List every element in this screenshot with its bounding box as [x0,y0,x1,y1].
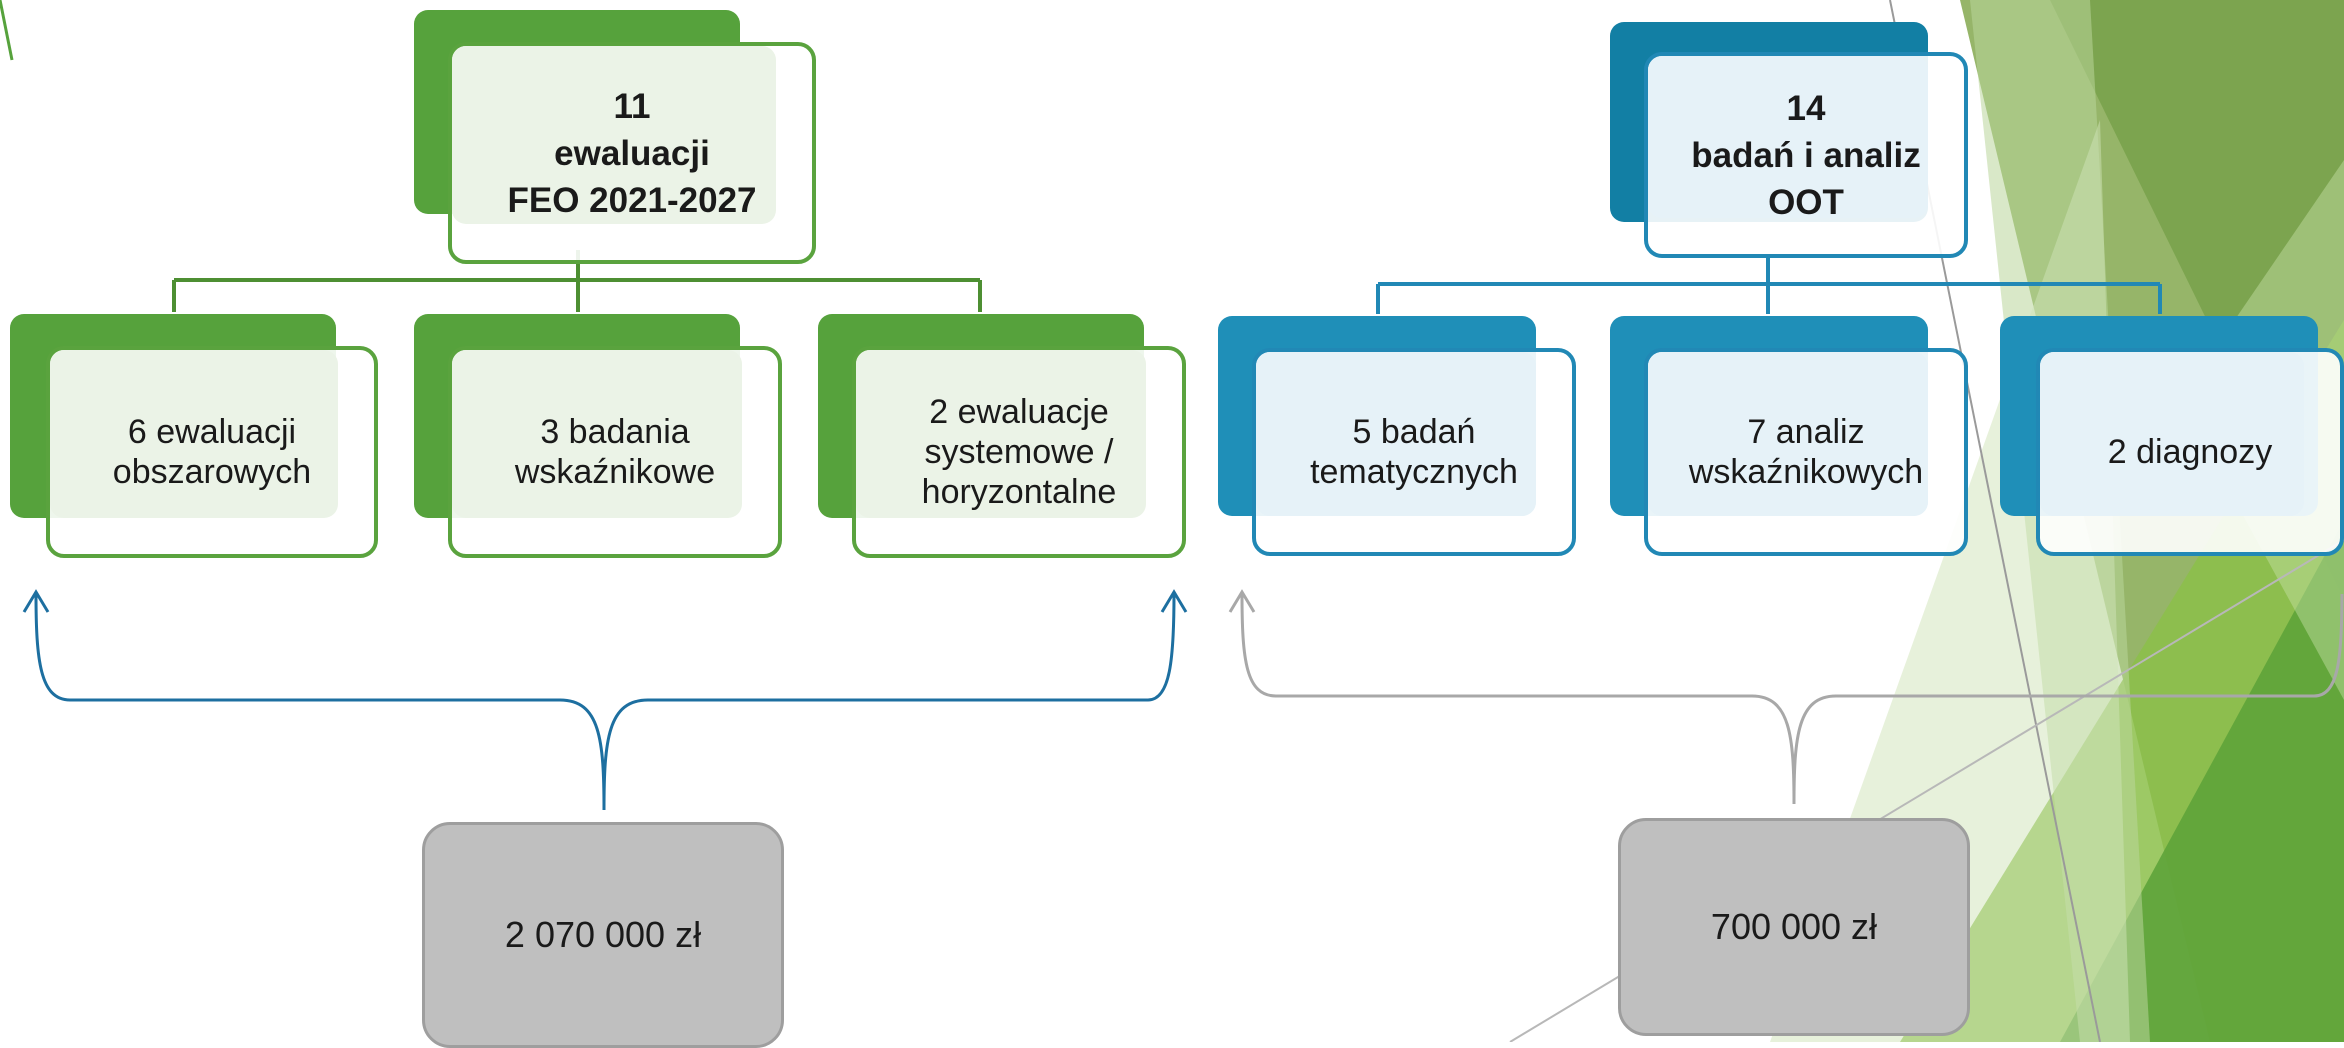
left-brace-arrow-l [22,589,50,613]
node-label: 2 ewaluacje systemowe / horyzontalne [921,393,1117,511]
node-card: 7 analiz wskaźnikowych [1644,348,1968,556]
node-card: 3 badania wskaźnikowe [448,346,782,558]
node-label: 6 ewaluacji obszarowych [112,413,312,491]
node-card: 2 ewaluacje systemowe / horyzontalne [852,346,1186,558]
left-connectors [172,250,982,312]
right-brace [1240,593,2344,805]
node-label: 5 badań tematycznych [1310,413,1518,491]
right-connectors [1376,254,2162,314]
node-card: 6 ewaluacji obszarowych [46,346,378,558]
deco-line-3 [0,0,14,61]
node-label: 3 badania wskaźnikowe [514,413,716,491]
node-label: 14 badań i analiz OOT [1691,88,1921,222]
budget-right: 700 000 zł [1618,818,1970,1036]
node-label: 7 analiz wskaźnikowych [1688,413,1924,491]
left-brace [34,593,1176,811]
node-card: 5 badań tematycznych [1252,348,1576,556]
node-card: 11 ewaluacji FEO 2021-2027 [448,42,816,264]
right-brace-arrow-l [1228,589,1256,613]
node-label: 11 ewaluacji FEO 2021-2027 [507,86,757,220]
node-card: 2 diagnozy [2036,348,2344,556]
budget-left: 2 070 000 zł [422,822,784,1048]
node-card: 14 badań i analiz OOT [1644,52,1968,258]
node-label: 2 diagnozy [2107,433,2273,471]
left-brace-arrow-r [1160,589,1188,613]
